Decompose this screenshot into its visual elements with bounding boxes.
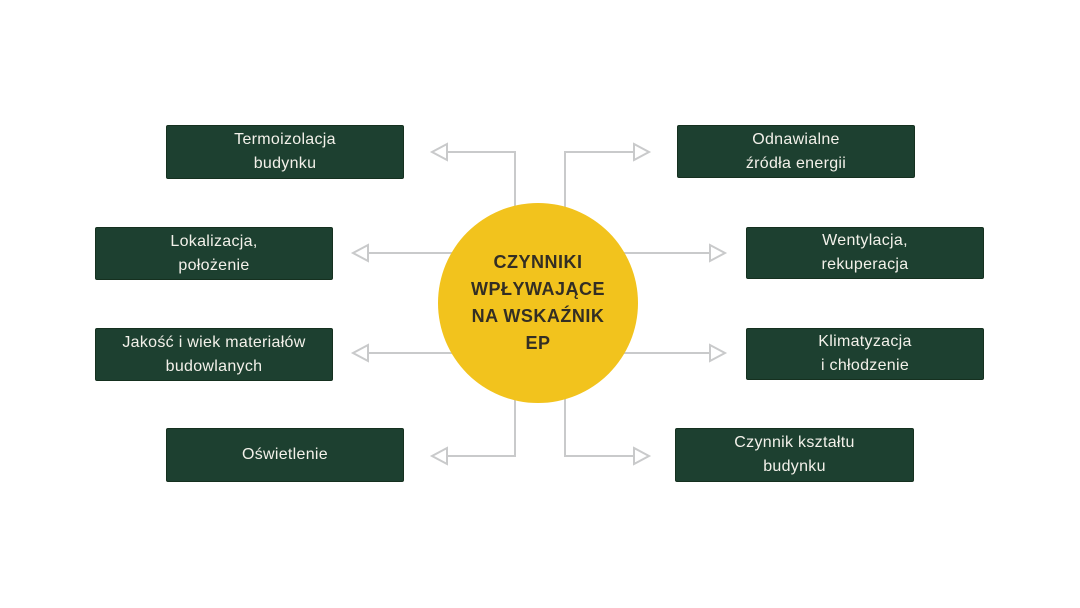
arrowhead-left-icon	[429, 446, 448, 466]
arrowhead-right-icon	[633, 142, 652, 162]
arrowhead-left-icon	[350, 343, 369, 363]
box-klimatyzacja-i-chlodzenie: Klimatyzacja i chłodzenie	[746, 328, 984, 380]
arrowhead-right-icon	[633, 446, 652, 466]
arrowhead-right-icon	[709, 243, 728, 263]
box-wentylacja-rekuperacja: Wentylacja, rekuperacja	[746, 227, 984, 279]
connector-middle-left-lower	[350, 343, 452, 363]
arrowhead-right-icon	[709, 343, 728, 363]
connector-bottom-left	[429, 398, 516, 466]
box-czynnik-ksztaltu-budynku: Czynnik kształtu budynku	[675, 428, 914, 482]
connector-bottom-right	[564, 398, 652, 466]
box-jakosc-i-wiek-materialow: Jakość i wiek materiałów budowlanych	[95, 328, 333, 381]
box-odnawialne-zrodla-energii: Odnawialne źródła energii	[677, 125, 915, 178]
connector-middle-right-upper	[624, 243, 728, 263]
box-lokalizacja-polozenie: Lokalizacja, położenie	[95, 227, 333, 280]
arrowhead-left-icon	[350, 243, 369, 263]
box-termoizolacja-budynku: Termoizolacja budynku	[166, 125, 404, 179]
connector-middle-left-upper	[350, 243, 452, 263]
connector-top-left	[429, 142, 516, 208]
box-oswietlenie: Oświetlenie	[166, 428, 404, 482]
arrowhead-left-icon	[429, 142, 448, 162]
connector-top-right	[564, 142, 652, 208]
center-circle-title: CZYNNIKI WPŁYWAJĄCE NA WSKAŹNIK EP	[438, 203, 638, 403]
connector-middle-right-lower	[624, 343, 728, 363]
